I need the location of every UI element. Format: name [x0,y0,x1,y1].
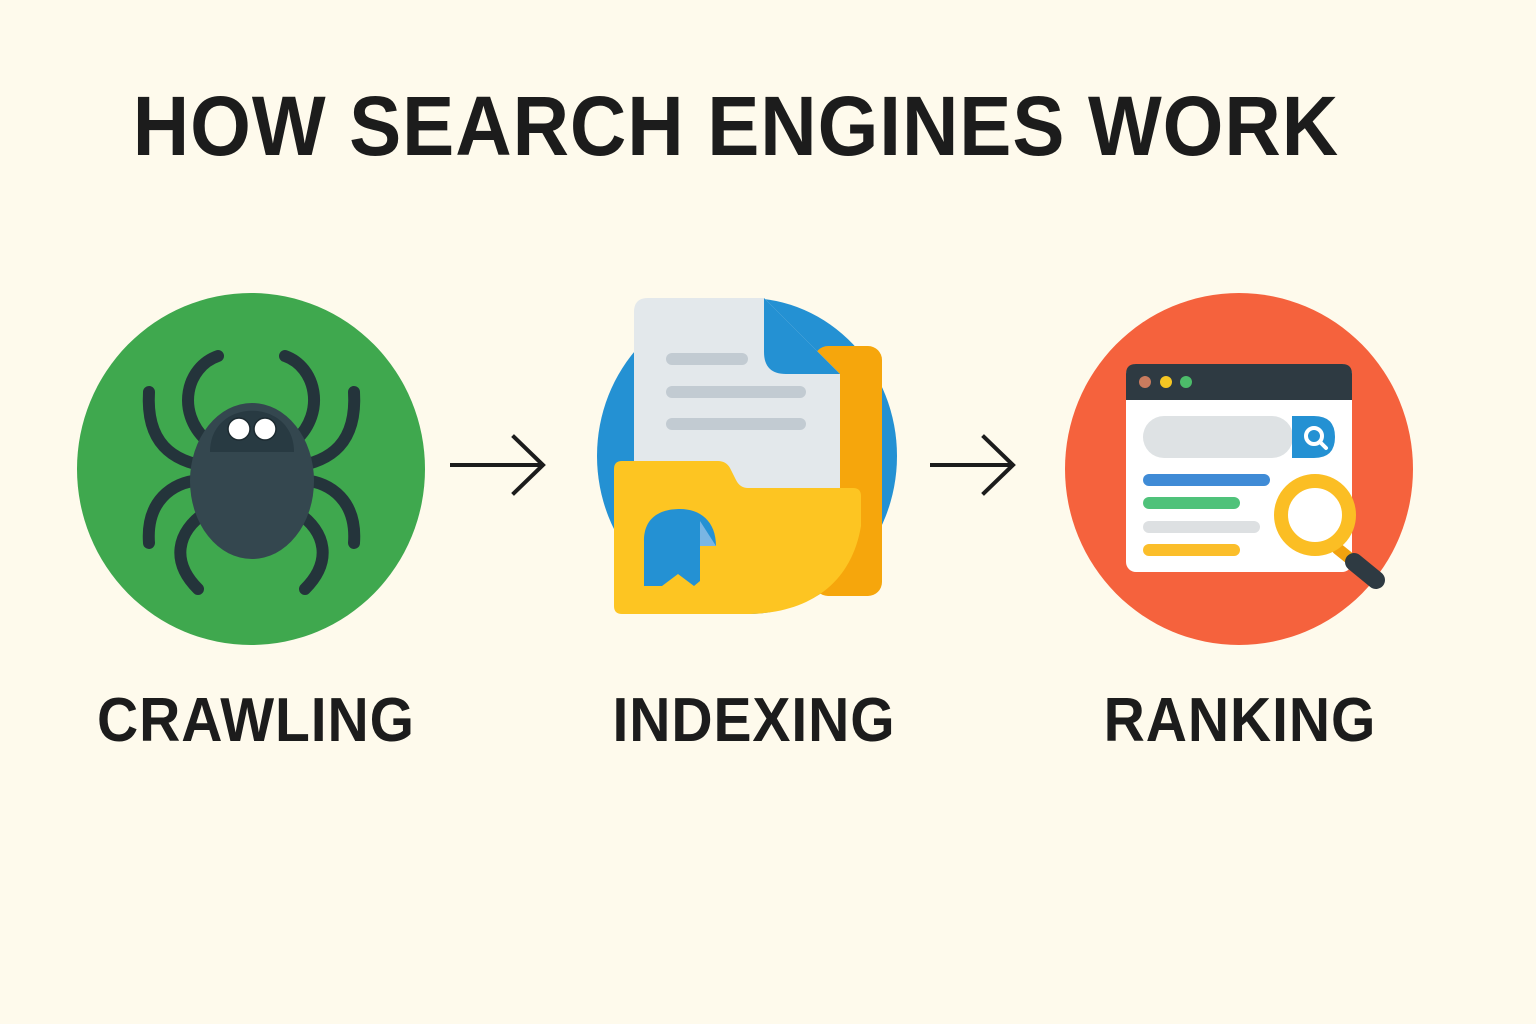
step-label-ranking: RANKING [1103,686,1377,755]
folder-document-icon [597,298,897,614]
indexing-step-icon [596,296,898,616]
arrow-right-icon [928,434,1020,496]
browser-search-icon [1065,293,1413,645]
page-title: HOW SEARCH ENGINES WORK [132,79,1340,173]
spider-icon [77,293,425,645]
arrow-right-icon [448,434,550,496]
crawling-step-icon [76,292,426,646]
step-label-crawling: CRAWLING [97,686,415,755]
step-label-indexing: INDEXING [612,686,896,755]
ranking-step-icon [1064,292,1414,646]
